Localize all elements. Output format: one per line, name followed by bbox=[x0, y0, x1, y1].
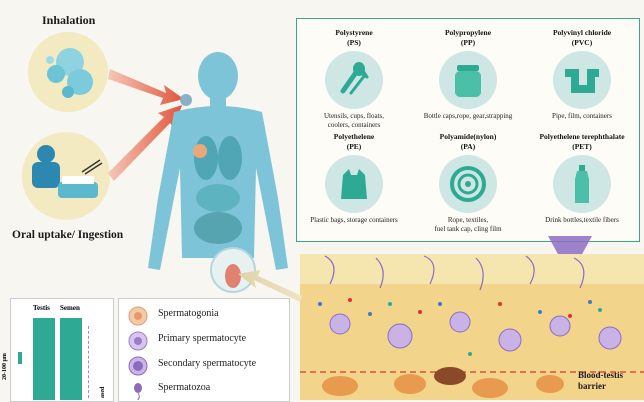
seminiferous-tissue-illustration bbox=[300, 254, 644, 400]
testis-bar bbox=[33, 318, 55, 400]
plastic-uses: Drink bottles,textile fibers bbox=[545, 216, 619, 224]
inhaled-particles-icon bbox=[180, 94, 192, 106]
plastic-ps: Polystyrene (PS) Utensils, cups, floats,… bbox=[300, 28, 408, 130]
plastic-name: Polypropylene bbox=[444, 28, 492, 37]
legend-cell-icons bbox=[128, 306, 148, 400]
size-axis-label: 20-100 μm bbox=[2, 353, 8, 380]
plastic-abbr: (PS) bbox=[347, 38, 361, 47]
semen-bar bbox=[60, 318, 82, 400]
plastic-grid: Polystyrene (PS) Utensils, cups, floats,… bbox=[296, 18, 638, 240]
human-body-figure bbox=[148, 52, 288, 293]
plastic-uses: Plastic bags, storage containers bbox=[310, 216, 398, 224]
testis-label: Testis bbox=[33, 304, 50, 312]
legend-secondary-spermatocyte: Secondary spermatocyte bbox=[158, 358, 257, 369]
spermatogonia-icon bbox=[128, 306, 148, 326]
semen-label: Semen bbox=[60, 304, 80, 312]
plastic-pet: Polyethelene terephthalate (PET) Drink b… bbox=[528, 132, 636, 225]
plastic-pa: Polyamide(nylon) (PA) Rope, textiles, fu… bbox=[414, 132, 522, 234]
plastic-uses: Pipe, film, containers bbox=[552, 112, 612, 120]
plastic-name: Polyethelene bbox=[333, 132, 375, 141]
legend-primary-spermatocyte: Primary spermatocyte bbox=[158, 333, 247, 344]
plastic-name: Polyvinyl chloride bbox=[552, 28, 612, 37]
plastic-uses: Bottle caps,rope, gear,strapping bbox=[423, 112, 513, 120]
plastic-uses: Utensils, cups, floats, coolers, contain… bbox=[323, 112, 385, 129]
jar-icon bbox=[439, 51, 497, 109]
legend-spermatozoa: Spermatozoa bbox=[158, 382, 211, 393]
particle-cloud-icon bbox=[46, 48, 93, 98]
plastic-pe: Polyethelene (PE) Plastic bags, storage … bbox=[300, 132, 408, 225]
ingestion-arrow bbox=[108, 105, 182, 181]
fork-spoon-icon bbox=[325, 51, 383, 109]
secondary-spermatocyte-icon bbox=[128, 356, 148, 376]
ingestion-circle bbox=[22, 132, 110, 220]
zoom-link-arrow bbox=[238, 270, 302, 302]
legend-spermatogonia: Spermatogonia bbox=[158, 308, 219, 319]
plastic-abbr: (PP) bbox=[460, 38, 476, 47]
plastic-name: Polystyrene bbox=[335, 28, 373, 37]
scale-ruler bbox=[88, 326, 90, 398]
plastic-pp: Polypropylene (PP) Bottle caps,rope, gea… bbox=[414, 28, 522, 121]
ingestion-label: Oral uptake/ Ingestion bbox=[12, 229, 124, 241]
bottle-icon bbox=[553, 155, 611, 213]
size-legend-swatch bbox=[18, 352, 22, 364]
plastic-name: Polyethelene terephthalate bbox=[539, 132, 625, 141]
pipe-icon bbox=[553, 51, 611, 109]
inhalation-circle bbox=[28, 32, 108, 112]
inhalation-label: Inhalation bbox=[42, 13, 96, 27]
right-axis-label: ased bbox=[100, 386, 106, 398]
plastic-name: Polyamide(nylon) bbox=[439, 132, 497, 141]
spermatozoa-icon bbox=[134, 383, 142, 400]
inhalation-arrow bbox=[108, 69, 184, 105]
plastic-abbr: (PE) bbox=[346, 142, 362, 151]
barrier-label: Blood-testis barrier bbox=[578, 370, 623, 391]
plastic-abbr: (PA) bbox=[460, 142, 476, 151]
exposure-arrows bbox=[108, 69, 184, 181]
plastic-abbr: (PET) bbox=[572, 142, 592, 151]
plastic-uses: Rope, textiles, fuel tank cap, cling fil… bbox=[434, 216, 502, 233]
primary-spermatocyte-icon bbox=[128, 331, 148, 351]
person-eating-icon bbox=[32, 145, 103, 198]
plastic-pvc: Polyvinyl chloride (PVC) Pipe, film, con… bbox=[528, 28, 636, 121]
plastic-bag-icon bbox=[325, 155, 383, 213]
rope-spool-icon bbox=[439, 155, 497, 213]
plastic-abbr: (PVC) bbox=[571, 38, 593, 47]
